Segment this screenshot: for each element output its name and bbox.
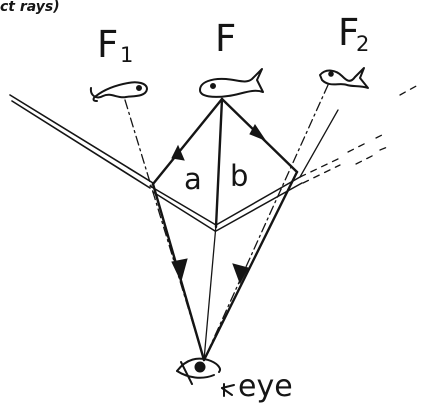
fish-left-icon (91, 82, 147, 101)
fish-right-subscript: 2 (356, 32, 369, 56)
eye-pointer-arrow (222, 384, 234, 396)
angle-a-label: a (184, 162, 202, 196)
fish-right-label: F 2 (338, 11, 369, 56)
fish-left-letter: F (97, 23, 118, 66)
eye-note-label: eye (238, 369, 293, 404)
fish-center-label: F (215, 17, 236, 60)
fish-left-label: F 1 (97, 23, 133, 67)
water-surface-left (10, 95, 153, 188)
fish-right-icon (320, 68, 368, 88)
water-surface-right (300, 85, 418, 183)
reflection-paths (153, 99, 297, 360)
arrow-left-down (172, 259, 187, 281)
eye-icon (177, 359, 220, 384)
fish-left-subscript: 1 (120, 43, 133, 67)
fish-center-icon (200, 69, 263, 97)
sight-lines (125, 85, 328, 360)
angle-b-label: b (230, 159, 248, 193)
water-surface-center (150, 177, 302, 231)
header-fragment: ct rays) (0, 0, 60, 15)
